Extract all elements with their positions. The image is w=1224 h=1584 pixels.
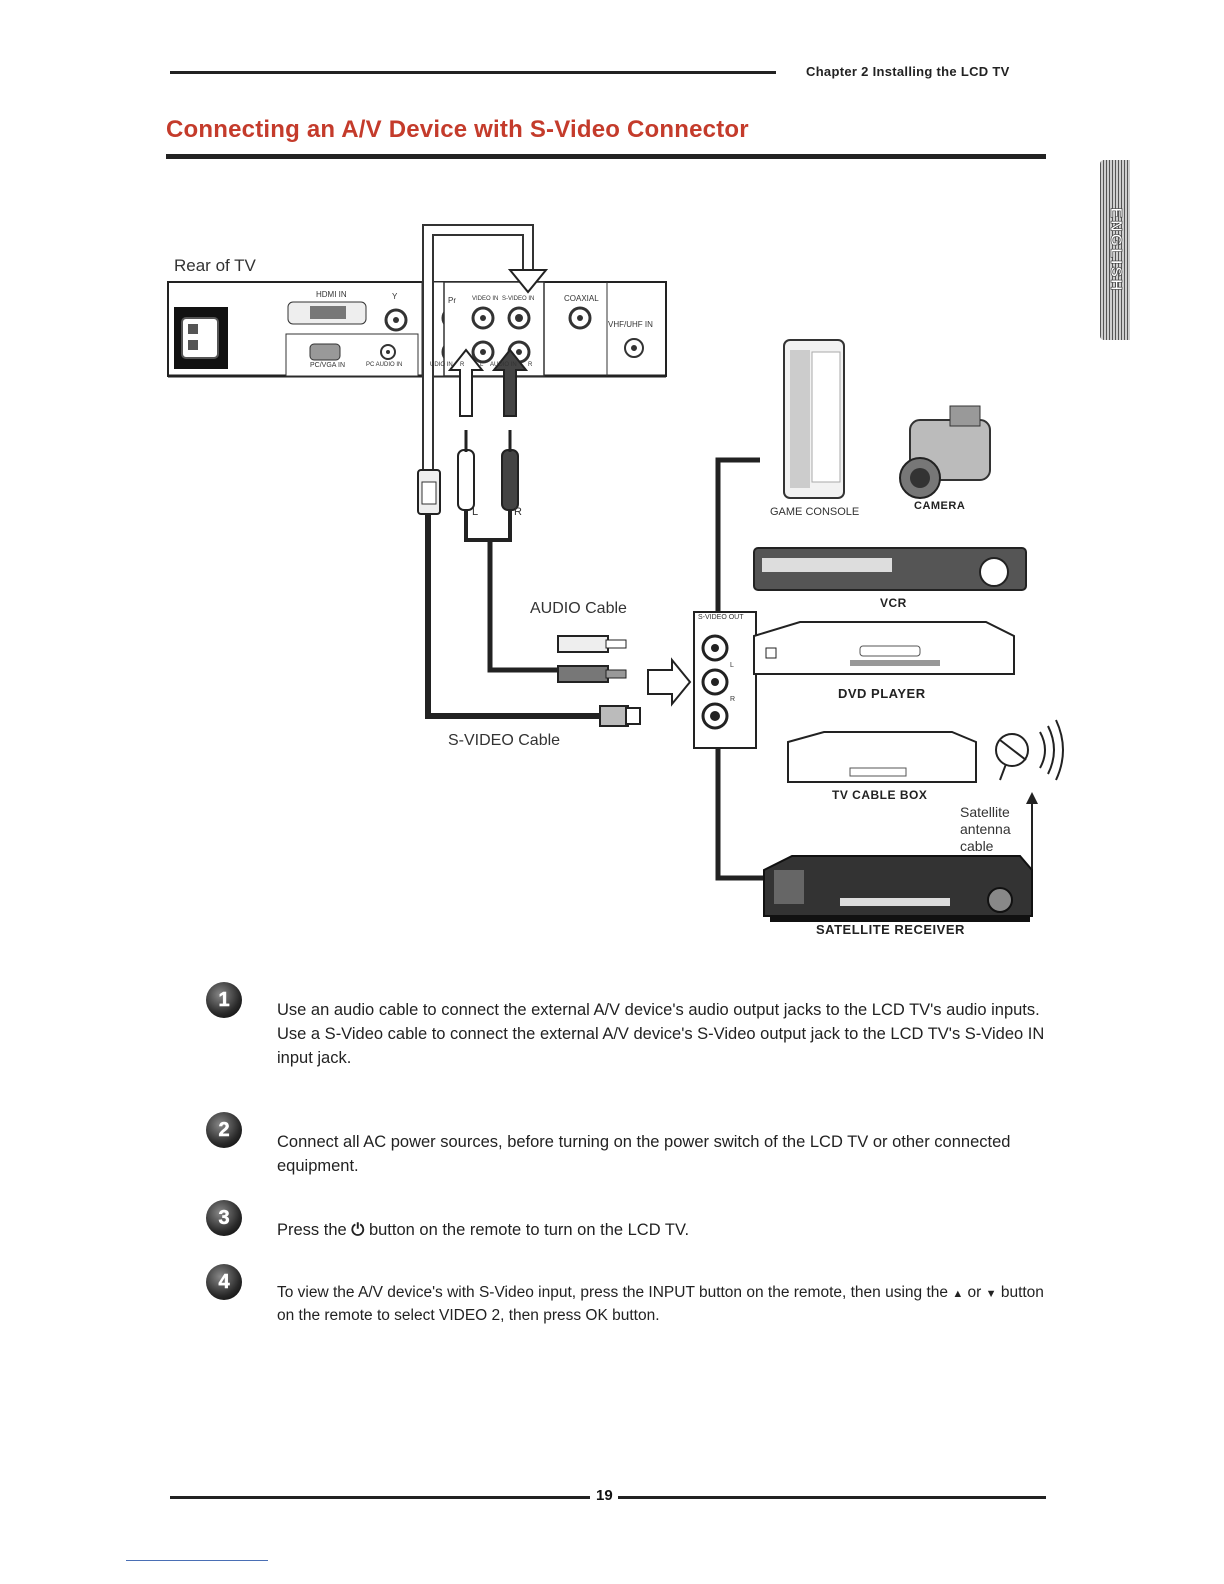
- step-3-text-before: Press the: [277, 1221, 347, 1239]
- footer-rule-right: [618, 1496, 1046, 1499]
- r1-label: R: [460, 362, 465, 368]
- step-1-text: Use an audio cable to connect the extern…: [277, 1001, 1045, 1067]
- audio-cable-label: AUDIO Cable: [530, 600, 627, 617]
- language-tab: ENGLISH: [1100, 160, 1130, 340]
- sat-cable-label-3: cable: [960, 838, 994, 854]
- footer-rule-left: [170, 1496, 590, 1499]
- power-icon: ⏻: [351, 1221, 365, 1239]
- page-title: Connecting an A/V Device with S-Video Co…: [166, 116, 749, 143]
- diagram-graphic: [167, 224, 1064, 922]
- bottom-divider: [126, 1560, 268, 1561]
- plug-r-label: R: [514, 506, 522, 518]
- jack-r-label: R: [730, 696, 736, 703]
- step-4-text: To view the A/V device's with S-Video in…: [277, 1282, 1047, 1327]
- pr-label: Pr: [448, 296, 456, 305]
- pc-audio-label: PC AUDIO IN: [366, 362, 403, 368]
- step-3-text-after: button on the remote to turn on the LCD …: [368, 1221, 690, 1239]
- sat-cable-label-2: antenna: [960, 821, 1011, 837]
- step-4-text-a: To view the A/V device's with S-Video in…: [277, 1284, 948, 1301]
- y-label: Y: [392, 292, 398, 301]
- step-1-number: 1: [206, 982, 242, 1018]
- svideo-in-label: S-VIDEO IN: [502, 296, 535, 302]
- sat-receiver-label: SATELLITE RECEIVER: [816, 922, 965, 937]
- pcvga-label: PC/VGA IN: [310, 362, 346, 369]
- audio-in-partial-label: UDIO IN: [430, 362, 453, 368]
- step-4-text-b: button on the remote to select VIDEO 2, …: [277, 1284, 1044, 1324]
- header-rule: [170, 71, 776, 74]
- video-in-label: VIDEO IN: [472, 296, 499, 302]
- audio-in-label: AUDIO IN: [490, 362, 517, 368]
- vcr-label: VCR: [880, 596, 907, 610]
- rear-of-tv-label: Rear of TV: [174, 256, 256, 275]
- plug-l-label: L: [472, 506, 479, 518]
- step-4-number: 4: [206, 1264, 242, 1300]
- coaxial-label: COAXIAL: [564, 294, 599, 303]
- vhf-label: VHF/UHF IN: [608, 320, 653, 329]
- step-3-number: 3: [206, 1200, 242, 1236]
- camera-label: CAMERA: [914, 500, 966, 512]
- step-3-text: Press the ⏻ button on the remote to turn…: [277, 1218, 1047, 1242]
- step-4-or: or: [967, 1284, 982, 1301]
- connection-diagram: Rear of TV HDMI IN Y Pr VIDEO IN S-VIDEO…: [160, 220, 1080, 950]
- step-2-text: Connect all AC power sources, before tur…: [277, 1133, 1011, 1175]
- l-port-label: L: [480, 362, 484, 368]
- down-arrow-icon: ▼: [985, 1288, 997, 1300]
- step-2-number: 2: [206, 1112, 242, 1148]
- svideo-out-label: S-VIDEO OUT: [698, 614, 744, 621]
- cable-box-label: TV CABLE BOX: [832, 788, 928, 802]
- svideo-cable-label: S-VIDEO Cable: [448, 732, 561, 749]
- up-arrow-icon: ▲: [952, 1288, 964, 1300]
- page-number: 19: [596, 1487, 613, 1504]
- jack-l-label: L: [730, 662, 734, 669]
- dvd-label: DVD PLAYER: [838, 686, 926, 701]
- chapter-header: Chapter 2 Installing the LCD TV: [806, 64, 1010, 79]
- title-rule: [166, 154, 1046, 159]
- hdmi-label: HDMI IN: [316, 290, 347, 299]
- sat-cable-label-1: Satellite: [960, 804, 1010, 820]
- game-console-label: GAME CONSOLE: [770, 506, 860, 518]
- r2-label: R: [528, 362, 533, 368]
